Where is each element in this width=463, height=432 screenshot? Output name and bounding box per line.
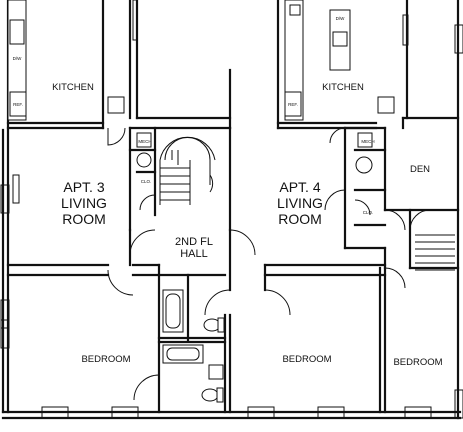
room-apt4-line1: APT. 4 (279, 179, 320, 195)
mech-label-left: MECH (138, 139, 151, 144)
closet-label-right: CLO. (363, 210, 374, 215)
room-hall-line1: 2ND FL (175, 236, 213, 248)
closet-label-left: CLO. (141, 179, 152, 184)
walls (1, 0, 462, 420)
room-kitchen-left: KITCHEN (52, 82, 94, 93)
room-kitchen-right: KITCHEN (322, 82, 364, 93)
kitchen-left-fixtures: D/W REF. (7, 0, 125, 121)
staircase (159, 136, 455, 271)
room-apt4-line3: ROOM (278, 211, 322, 227)
refrigerator-label-right: REF. (288, 102, 298, 107)
refrigerator-label: REF. (13, 102, 23, 107)
kitchen-right-fixtures: D/W REF. (284, 0, 395, 121)
room-bedroom-center: BEDROOM (282, 354, 331, 365)
mech-closets: MECH CLO. MECH CLO. (136, 132, 375, 215)
room-apt3-line2: LIVING (61, 195, 107, 211)
dishwasher-label: D/W (13, 56, 23, 61)
room-hall-line2: HALL (180, 248, 208, 260)
room-labels: KITCHEN KITCHEN APT. 3 LIVING ROOM APT. … (52, 82, 442, 368)
dishwasher-label-right: D/W (336, 16, 346, 21)
room-bedroom-right: BEDROOM (393, 357, 442, 368)
windows (0, 0, 463, 419)
bathroom-fixtures (162, 289, 225, 403)
room-bedroom-left: BEDROOM (81, 354, 130, 365)
room-den: DEN (410, 164, 430, 175)
doors (107, 127, 431, 401)
room-apt3-line1: APT. 3 (63, 179, 104, 195)
room-apt4-line2: LIVING (277, 195, 323, 211)
mech-label-right: MECH (361, 139, 374, 144)
room-apt3-line3: ROOM (62, 211, 106, 227)
